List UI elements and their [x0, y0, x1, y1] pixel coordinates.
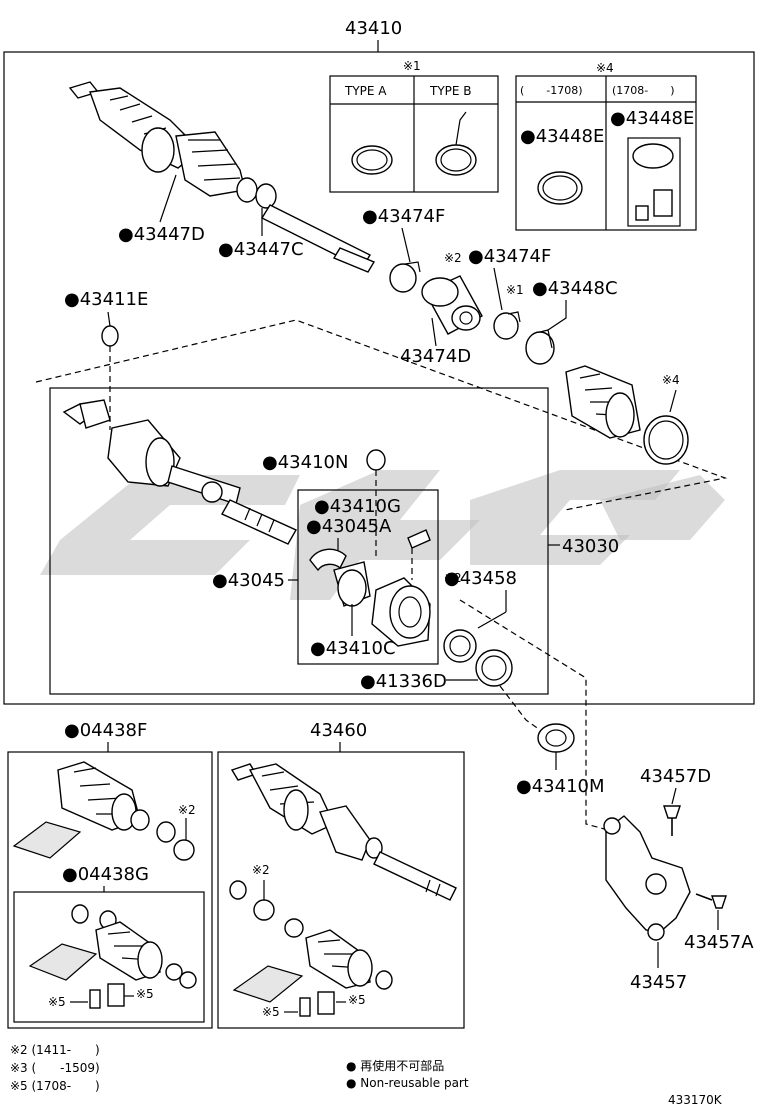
type-box: ※1 TYPE A TYPE B — [329, 59, 499, 193]
legend-en: ● Non-reusable part — [346, 1076, 469, 1090]
label-43474F-2: ●43474F — [468, 246, 551, 267]
label-43447C: ●43447C — [218, 239, 304, 260]
svg-text:●43448E: ●43448E — [520, 126, 604, 147]
label-43447D: ●43447D — [118, 224, 205, 245]
legend-note3: ※3 ( -1509) — [10, 1061, 100, 1075]
shaft-43460 — [230, 763, 457, 901]
label-41336D: ●41336D — [360, 671, 447, 692]
legend-note5: ※5 (1708- ) — [10, 1079, 100, 1093]
svg-text:※4: ※4 — [662, 373, 680, 387]
svg-text:※4: ※4 — [596, 61, 614, 75]
svg-text:※2: ※2 — [444, 251, 462, 265]
label-43458: ●43458 — [444, 568, 517, 589]
label-04438G: ●04438G — [62, 864, 149, 885]
svg-text:※5: ※5 — [48, 995, 66, 1009]
diagram-id: 433170K — [668, 1093, 723, 1107]
note4-box: ※4 ( -1708) (1708- ) ●43448E ●43448E — [515, 61, 697, 231]
label-43448C: ●43448C — [532, 278, 618, 299]
svg-text:( -1708): ( -1708) — [520, 84, 583, 97]
label-43457: 43457 — [630, 972, 687, 993]
svg-text:※5: ※5 — [136, 987, 154, 1001]
inner-shaft — [62, 399, 297, 545]
upper-shaft — [68, 81, 376, 273]
label-43457A: 43457A — [684, 932, 754, 953]
label-04438F: ●04438F — [64, 720, 147, 741]
svg-text:※1: ※1 — [506, 283, 524, 297]
kit-04438F — [12, 761, 195, 861]
svg-text:※5: ※5 — [348, 993, 366, 1007]
frame-04438G — [13, 891, 205, 1023]
svg-text:(1708- ): (1708- ) — [612, 84, 675, 97]
label-43474F-1: ●43474F — [362, 206, 445, 227]
label-43474D: 43474D — [400, 346, 471, 367]
svg-text:TYPE A: TYPE A — [344, 84, 387, 98]
label-43045: ●43045 — [212, 570, 285, 591]
svg-text:※2: ※2 — [178, 803, 196, 817]
bracket-43457 — [603, 805, 727, 941]
svg-text:※1: ※1 — [403, 59, 421, 73]
svg-text:※2: ※2 — [252, 863, 270, 877]
label-43045A: ●43045A — [306, 516, 392, 537]
svg-text:●43448E: ●43448E — [610, 108, 694, 129]
bearing-box — [297, 489, 439, 665]
damper-43474D — [421, 275, 483, 335]
svg-text:※2: ※2 — [444, 571, 462, 585]
label-43410G: ●43410G — [314, 496, 401, 517]
frame-04438F — [7, 751, 213, 1029]
svg-text:TYPE B: TYPE B — [429, 84, 472, 98]
label-43410M: ●43410M — [516, 776, 605, 797]
boot-right — [565, 365, 641, 439]
label-43411E: ●43411E — [64, 289, 148, 310]
frame-43030 — [49, 387, 549, 695]
svg-text:※5: ※5 — [262, 1005, 280, 1019]
label-43410C: ●43410C — [310, 638, 396, 659]
frame-43460 — [217, 751, 465, 1029]
frame-43410 — [3, 51, 755, 705]
label-43030: 43030 — [562, 536, 619, 557]
label-43460: 43460 — [310, 720, 367, 741]
kit-43460: ※2 — [229, 863, 393, 1017]
label-43457D: 43457D — [640, 766, 711, 787]
label-43410N: ●43410N — [262, 452, 348, 473]
kit-04438G — [28, 904, 197, 1009]
label-43410: 43410 — [345, 18, 402, 39]
legend-note2: ※2 (1411- ) — [10, 1043, 100, 1057]
legend-jp: ● 再使用不可部品 — [346, 1058, 444, 1073]
